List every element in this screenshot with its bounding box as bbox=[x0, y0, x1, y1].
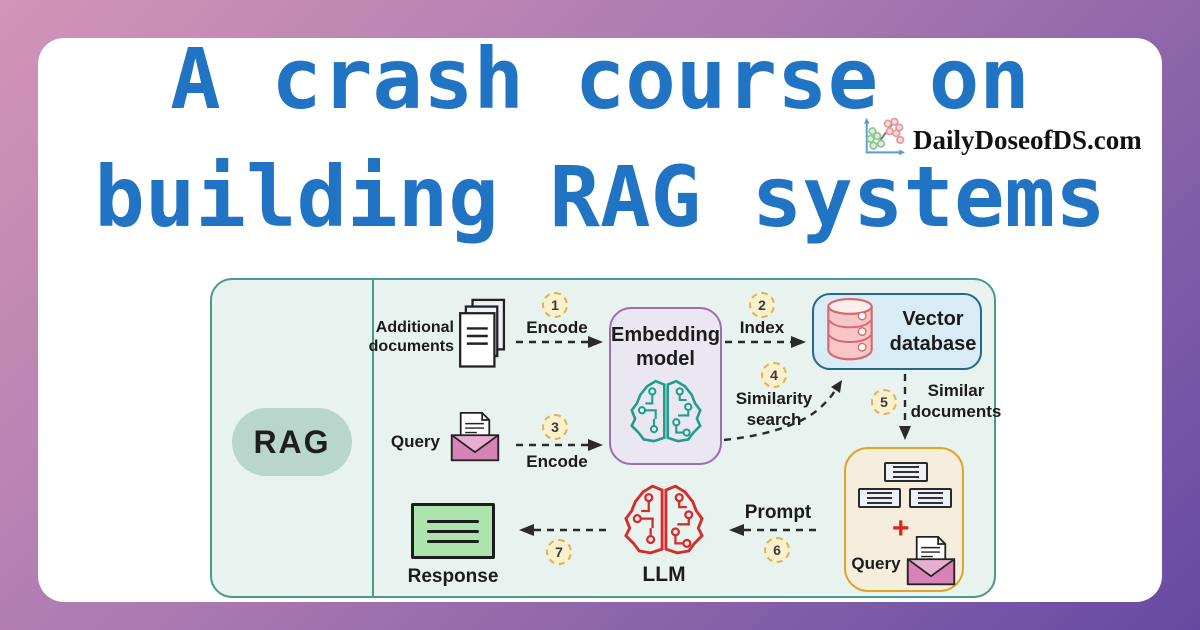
rag-tag: RAG bbox=[232, 408, 352, 476]
embedding-model-label: Embedding model bbox=[611, 324, 720, 370]
step-2-label: Index bbox=[739, 318, 785, 337]
database-icon bbox=[824, 296, 876, 367]
retrieved-chunk bbox=[909, 488, 952, 508]
step-3-label: Encode bbox=[526, 452, 588, 471]
retrieved-chunk bbox=[858, 488, 901, 508]
arrow-index bbox=[724, 334, 808, 355]
additional-documents-label: Additional documents bbox=[368, 319, 454, 355]
retrieved-chunk bbox=[884, 462, 928, 482]
scatter-plot-icon bbox=[860, 116, 906, 165]
embedding-brain-circuit-icon bbox=[629, 379, 702, 450]
panel-divider bbox=[372, 280, 374, 596]
step-1-badge: 1 bbox=[542, 292, 568, 318]
plus-sign: + bbox=[892, 512, 910, 545]
arrow-encode-query bbox=[515, 437, 605, 458]
augmented-query-node: + Query bbox=[844, 447, 964, 592]
title-line-2: building RAG systems bbox=[94, 148, 1106, 246]
step-5-badge: 5 bbox=[871, 389, 897, 415]
query-input-label: Query bbox=[390, 432, 440, 451]
step-2-badge: 2 bbox=[749, 292, 775, 318]
page-title: A crash course on building RAG systems bbox=[0, 20, 1200, 256]
rag-diagram-panel: RAG Additional documents 1 bbox=[210, 278, 1001, 598]
llm-brain-circuit-icon bbox=[624, 484, 704, 562]
vector-database-node: Vector database bbox=[812, 293, 982, 370]
step-6-badge: 6 bbox=[764, 537, 790, 563]
query-envelope-icon bbox=[906, 533, 956, 594]
step-7-badge: 7 bbox=[546, 539, 572, 565]
similar-documents-label: Similar documents bbox=[910, 381, 1002, 421]
augmented-query-label: Query bbox=[851, 554, 901, 573]
response-label: Response bbox=[407, 566, 499, 587]
title-line-1: A crash course on bbox=[170, 30, 1030, 128]
similarity-search-label: Similarity search bbox=[735, 389, 813, 429]
step-1-label: Encode bbox=[526, 318, 588, 337]
embedding-model-node: Embedding model bbox=[609, 307, 722, 465]
response-node bbox=[411, 503, 495, 559]
step-6-label: Prompt bbox=[744, 502, 812, 523]
arrow-similarity-search bbox=[722, 378, 848, 453]
brand-domain: DailyDoseofDS.com bbox=[913, 125, 1142, 155]
step-3-badge: 3 bbox=[542, 414, 568, 440]
llm-label: LLM bbox=[642, 563, 686, 586]
query-envelope-icon bbox=[450, 409, 500, 470]
arrow-prompt bbox=[727, 522, 821, 543]
brand-logo: DailyDoseofDS.com bbox=[860, 116, 1142, 165]
stacked-documents-icon bbox=[458, 298, 508, 381]
step-4-badge: 4 bbox=[761, 362, 787, 388]
arrow-response bbox=[517, 522, 609, 543]
arrow-encode-documents bbox=[515, 334, 605, 355]
vector-database-label: Vector database bbox=[889, 307, 977, 355]
arrow-similar-documents bbox=[897, 374, 913, 447]
